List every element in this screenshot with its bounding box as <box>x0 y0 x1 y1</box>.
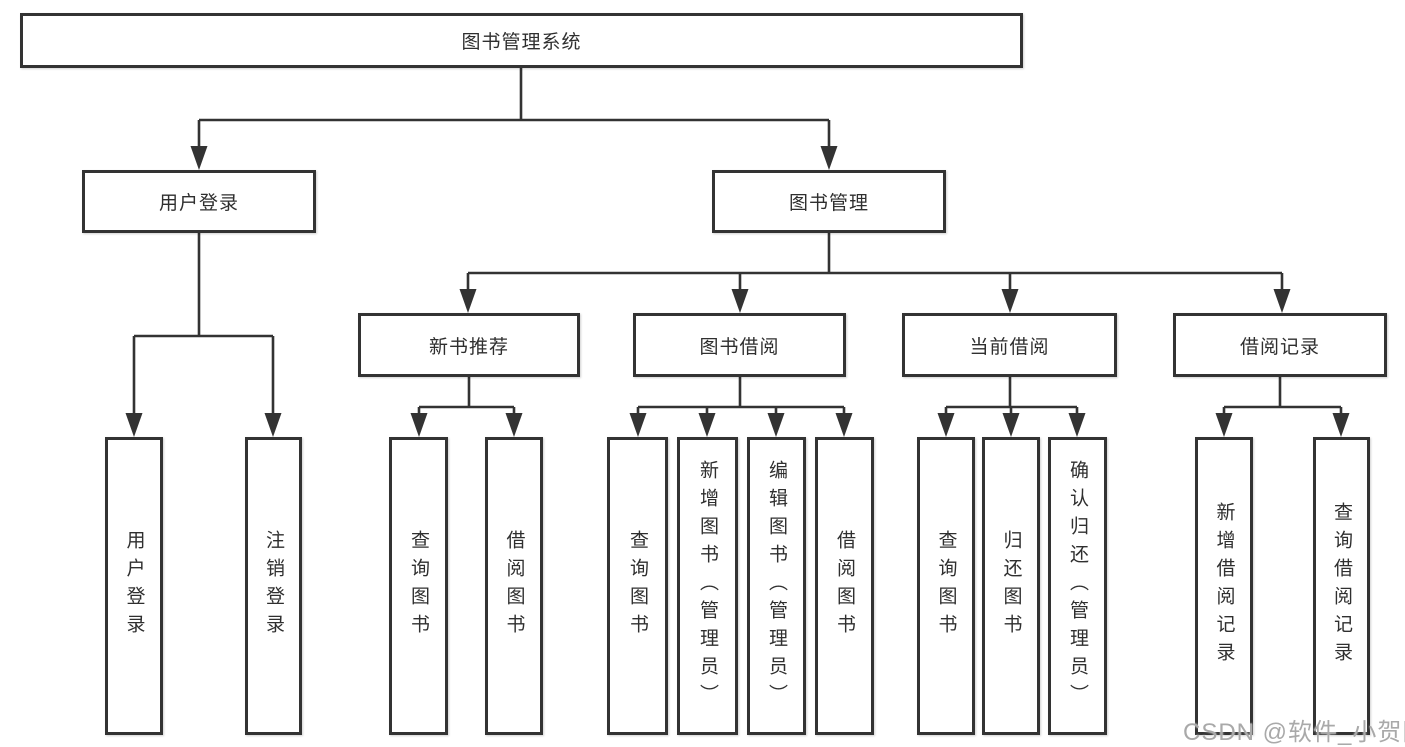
node-book-management: 图书管理 <box>712 170 946 233</box>
node-new-book-recommend: 新书推荐 <box>358 313 580 377</box>
node-label: 新书推荐 <box>428 336 509 358</box>
arrowhead-icon <box>1001 289 1019 313</box>
arrowhead-icon <box>835 413 853 437</box>
node-label: 查询图书 <box>627 530 648 642</box>
node-label: 注销登录 <box>263 530 284 642</box>
node-label: 借阅图书 <box>834 530 855 642</box>
node-leaf-logout: 注销登录 <box>245 437 302 735</box>
node-leaf-add-borrow-record: 新增借阅记录 <box>1195 437 1253 735</box>
node-label: 编辑图书（管理员） <box>766 460 787 712</box>
arrowhead-icon <box>505 413 523 437</box>
node-label: 归还图书 <box>1000 530 1022 642</box>
node-leaf-query-book-3: 查询图书 <box>917 437 975 735</box>
node-label: 借阅记录 <box>1239 336 1320 358</box>
connector-group <box>132 68 1343 420</box>
node-current-borrow: 当前借阅 <box>902 313 1117 377</box>
node-leaf-user-login: 用户登录 <box>105 437 163 735</box>
arrowhead-icon <box>937 413 955 437</box>
node-label: 借阅图书 <box>503 530 525 642</box>
arrowhead-icon <box>698 413 716 437</box>
arrowhead-icon <box>1215 413 1233 437</box>
arrowheads <box>125 146 1350 437</box>
arrowhead-icon <box>731 289 749 313</box>
arrowhead-icon <box>410 413 428 437</box>
node-label: 图书管理 <box>788 193 869 214</box>
node-leaf-borrow-book-2: 借阅图书 <box>815 437 874 735</box>
node-leaf-edit-book-admin: 编辑图书（管理员） <box>747 437 806 735</box>
arrowhead-icon <box>190 146 208 170</box>
node-library-management-system: 图书管理系统 <box>20 13 1023 68</box>
arrowhead-icon <box>1002 413 1020 437</box>
arrowhead-icon <box>629 413 647 437</box>
node-borrow-record: 借阅记录 <box>1173 313 1387 377</box>
node-leaf-borrow-book-1: 借阅图书 <box>485 437 543 735</box>
node-label: 图书借阅 <box>699 336 780 358</box>
node-leaf-confirm-return-admin: 确认归还（管理员） <box>1048 437 1107 735</box>
node-label: 查询图书 <box>408 530 429 642</box>
node-label: 用户登录 <box>123 530 145 642</box>
arrowhead-icon <box>1068 413 1086 437</box>
arrowhead-icon <box>264 413 282 437</box>
arrowhead-icon <box>1332 413 1350 437</box>
csdn-watermark: CSDN @软件_小贺同学 <box>1183 719 1405 746</box>
node-book-borrow: 图书借阅 <box>633 313 846 377</box>
node-leaf-query-book-2: 查询图书 <box>607 437 668 735</box>
arrowhead-icon <box>125 413 143 437</box>
node-label: 查询图书 <box>935 530 957 642</box>
node-leaf-query-book-1: 查询图书 <box>389 437 448 735</box>
arrowhead-icon <box>1273 289 1291 313</box>
node-leaf-query-borrow-record: 查询借阅记录 <box>1313 437 1370 735</box>
node-label: 新增图书（管理员） <box>697 460 718 712</box>
arrowhead-icon <box>820 146 838 170</box>
node-label: 确认归还（管理员） <box>1067 460 1088 712</box>
node-label: 当前借阅 <box>969 336 1050 358</box>
node-user-login: 用户登录 <box>82 170 316 233</box>
arrowhead-icon <box>767 413 785 437</box>
node-label: 新增借阅记录 <box>1213 502 1235 670</box>
node-leaf-add-book-admin: 新增图书（管理员） <box>677 437 738 735</box>
node-label: 用户登录 <box>158 193 239 214</box>
node-leaf-return-book: 归还图书 <box>982 437 1040 735</box>
arrowhead-icon <box>459 289 477 313</box>
node-label: 查询借阅记录 <box>1331 502 1352 670</box>
node-label: 图书管理系统 <box>461 32 582 53</box>
